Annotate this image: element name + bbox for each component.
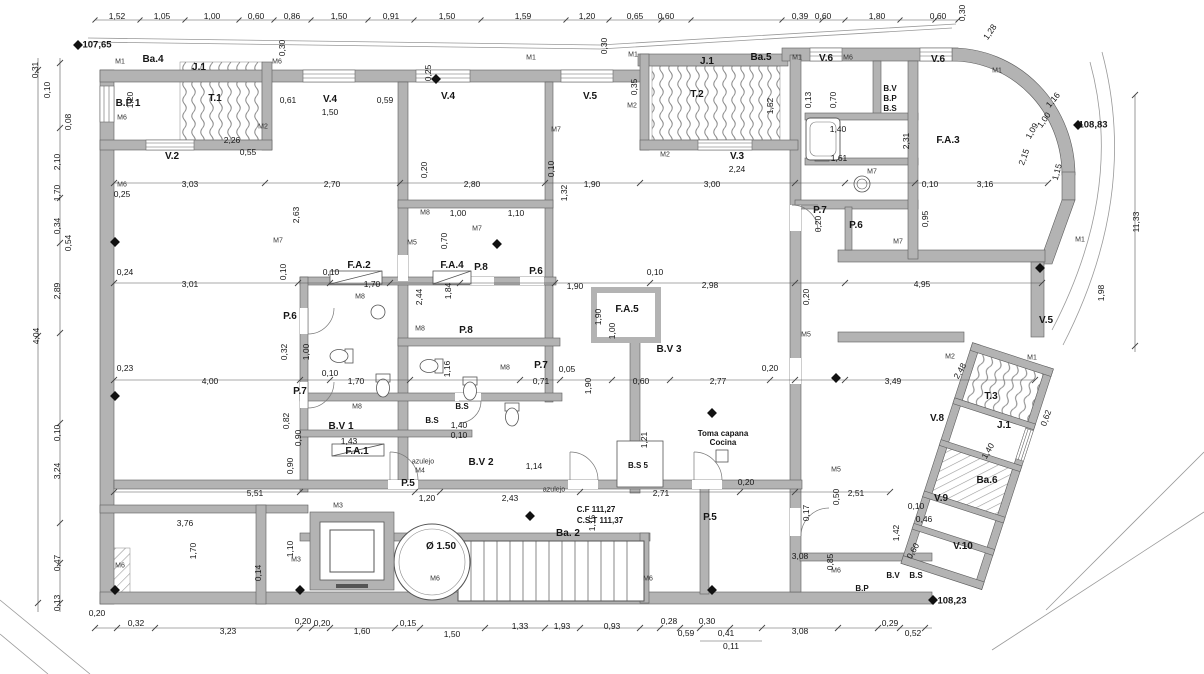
service-shafts — [329, 270, 729, 488]
window-symbols — [99, 47, 953, 151]
dimension-ticks — [34, 17, 1139, 632]
bath-fixtures — [329, 117, 871, 427]
diagonal-wing — [900, 342, 1054, 590]
site-boundary-lines — [0, 23, 1204, 674]
spiral-stair-circle — [393, 523, 471, 601]
door-swings — [307, 204, 830, 537]
elevator-shaft — [309, 511, 395, 591]
walls — [99, 47, 1076, 605]
stair-run — [457, 540, 645, 602]
